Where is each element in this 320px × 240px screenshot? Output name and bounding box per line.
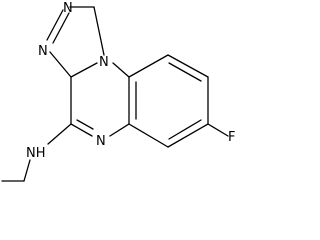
bond-c7-c6 (167, 123, 209, 148)
bond-n1-n2 (46, 9, 64, 41)
atom-label-quinoxaline-n: N (96, 134, 106, 149)
bond-bridge-n-c3a (70, 62, 98, 78)
bond-n1-n2-double (52, 12, 70, 44)
bond-c4-n5-double (76, 119, 94, 130)
bond-n5-c5a (109, 123, 130, 137)
bond-layer (1, 6, 229, 182)
bond-c9-c8-inner (168, 62, 202, 82)
atom-label-amine: NH (26, 146, 46, 161)
bond-c7-c6-inner (168, 119, 202, 140)
bond-c7-f (207, 123, 229, 137)
atom-label-triazole-n2: N (38, 44, 48, 59)
atom-label-bridge-n: N (99, 55, 109, 70)
bond-n2-c3a (49, 51, 72, 78)
bond-c9a-c9 (128, 54, 169, 78)
atom-label-fluorine: F (228, 130, 235, 145)
bond-bridge-n-c9a (112, 62, 130, 78)
bond-ch-bridge-n (93, 6, 105, 56)
bond-nh-ch2 (23, 159, 31, 182)
bond-c6-c5a (128, 123, 169, 148)
bond-c4-n5 (70, 123, 93, 137)
bond-c4-nh (47, 123, 72, 145)
bond-c9-c8 (167, 54, 209, 78)
atom-label-triazole-n1: N (63, 1, 73, 16)
atom-label-layer: N N N N NH F (26, 1, 235, 161)
chemical-structure-diagram: N N N N NH F (1, 1, 235, 182)
